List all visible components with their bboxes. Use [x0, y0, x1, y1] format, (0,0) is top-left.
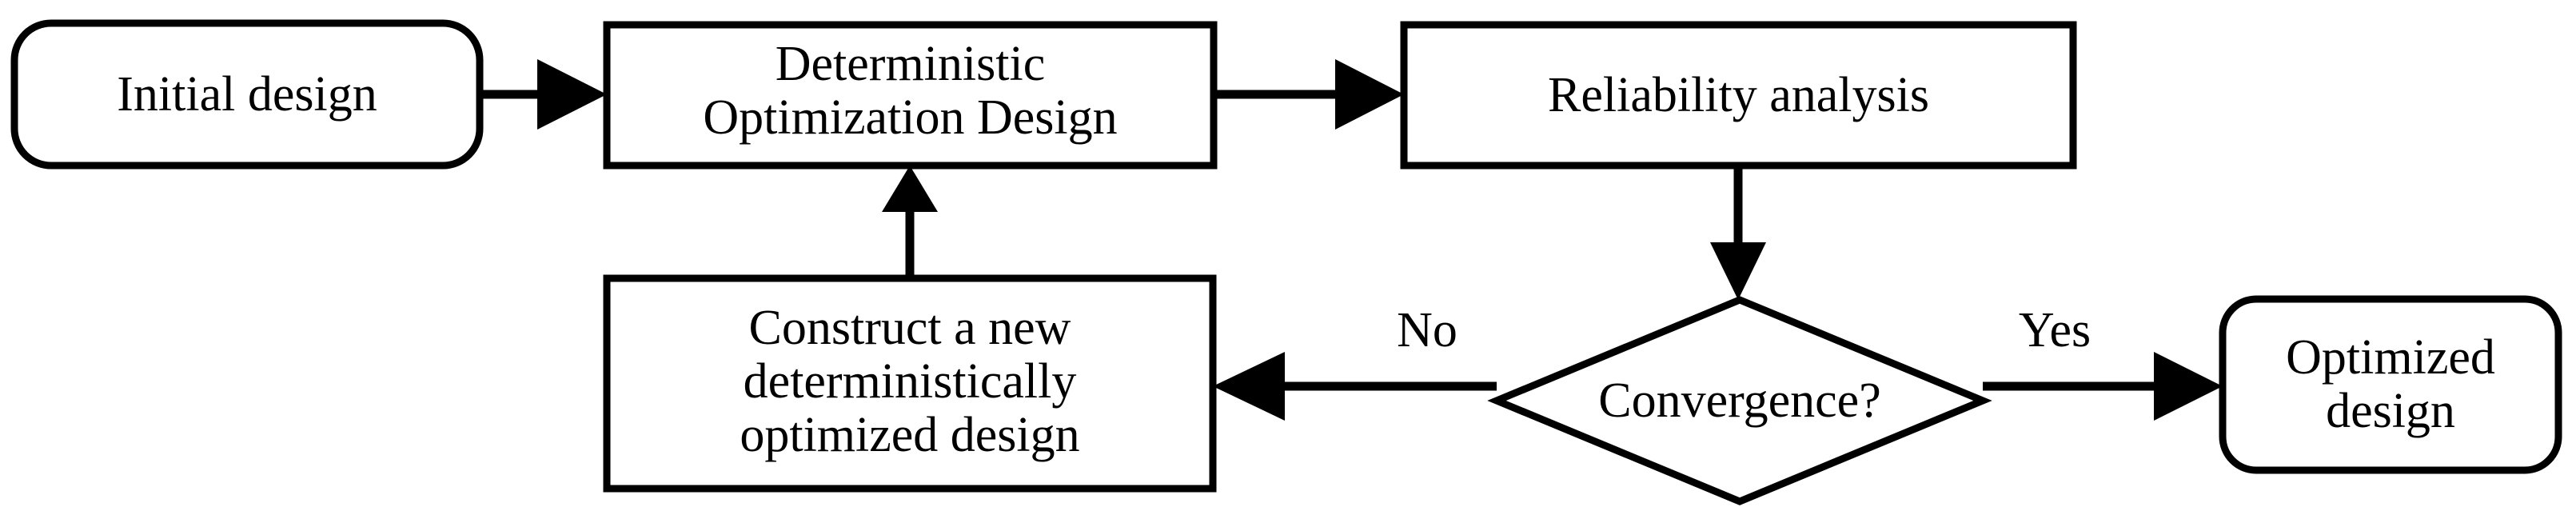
node-construct-new-design[interactable] — [603, 274, 1217, 493]
edge-label-yes: Yes — [2018, 303, 2092, 357]
edge-convergence-yes-to-optimized — [1983, 352, 2223, 421]
edge-label-no: No — [1397, 303, 1457, 357]
node-convergence-decision[interactable] — [1487, 296, 1992, 505]
node-optimized-design[interactable] — [2219, 295, 2562, 474]
node-deterministic-optimization-design[interactable] — [603, 21, 1218, 170]
edge-initial-to-deterministic — [480, 59, 607, 130]
edge-convergence-no-to-construct — [1213, 352, 1497, 421]
edge-deterministic-to-reliability — [1214, 59, 1404, 130]
node-initial-design[interactable] — [10, 19, 484, 170]
edge-reliability-to-convergence — [1710, 166, 1766, 300]
edge-construct-to-deterministic — [882, 166, 938, 278]
node-reliability-analysis[interactable] — [1400, 21, 2077, 170]
